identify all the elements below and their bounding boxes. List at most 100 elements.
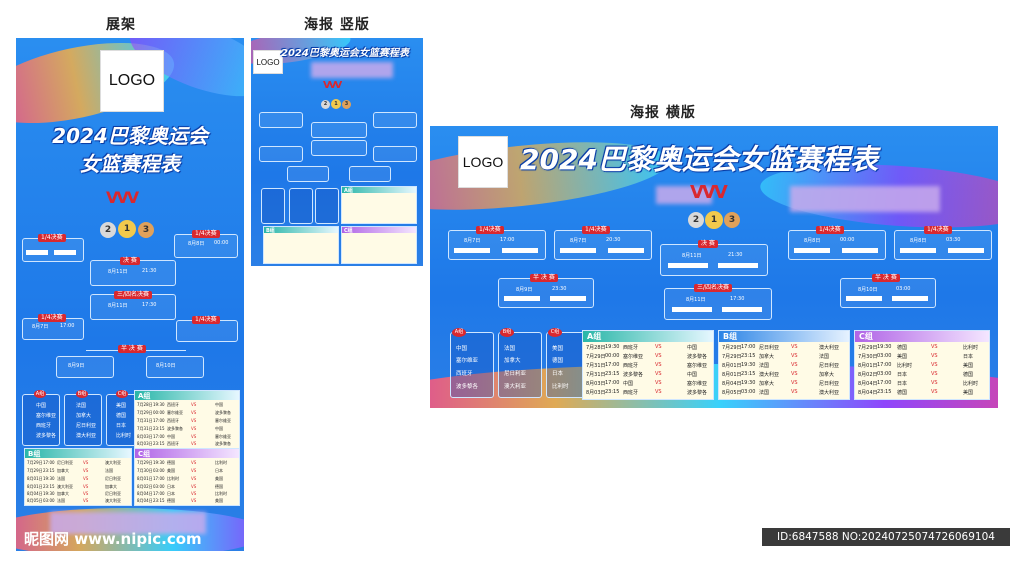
team-name: 法国 [76,403,87,409]
team-name: 日本 [116,423,127,429]
logo-placeholder: LOGO [253,50,283,74]
gold-medal: 1 [705,211,723,229]
team-slot [672,307,712,312]
team-name: 澳大利亚 [76,433,97,439]
team-slot [26,250,48,255]
silver-medal: 2 [321,100,330,109]
poster-title: 2024巴黎奥运会女篮赛程表 [281,48,409,59]
match-date: 8月8日 [910,238,927,244]
schedule-table-c: C组 [341,226,417,264]
stand-panel: LOGO 2024巴黎奥运会 女篮赛程表 VVV 2 1 3 1/4决赛 1/4… [16,38,244,551]
team-slot [794,248,830,253]
team-name: 中国 [456,346,468,352]
schedule-table-b: B组 [263,226,339,264]
round-tag: 半 决 赛 [118,345,146,353]
gold-medal: 1 [331,99,341,109]
group-badge: A组 [34,390,46,398]
team-slot [454,248,490,253]
round-tag: 半 决 赛 [872,274,900,282]
semi-box [498,278,594,308]
group-badge: C组 [116,390,128,398]
medal-ribbon: VVV [323,80,342,91]
match-time: 00:00 [840,237,855,243]
table-header: C组 [342,227,416,234]
blurred-area [50,512,206,534]
group-badge: B组 [76,390,88,398]
image-id-bar: ID:6847588 NO:20240725074726069104 [762,528,1010,546]
semi-box [349,166,391,182]
qf-box [894,230,992,260]
match-date: 8月9日 [68,363,85,369]
round-tag: 决 赛 [120,257,140,265]
bronze-medal: 3 [138,222,154,238]
semi-box [146,356,204,378]
medal-ribbon: VVV [106,188,139,207]
group-a-box [261,188,285,224]
match-time: 20:30 [606,237,621,243]
table-header: B组 [719,331,849,342]
logo-placeholder: LOGO [100,50,164,112]
caption-stand: 展架 [106,17,136,33]
table-header: A组 [583,331,713,342]
qf-box [788,230,886,260]
semi-box [287,166,329,182]
title-line2: 女篮赛程表 [80,152,180,176]
team-name: 比利时 [552,384,569,390]
third-box [311,140,367,156]
match-time: 17:30 [730,296,745,302]
round-tag: 1/4决赛 [924,226,952,234]
team-name: 比利时 [116,433,132,439]
caption-poster-horizontal: 海报 横版 [630,105,696,121]
qf-box [259,146,303,162]
match-time: 21:30 [728,252,743,258]
qf-box [373,146,417,162]
team-name: 美国 [116,403,127,409]
match-date: 8月7日 [570,238,587,244]
third-box [664,288,772,320]
match-date: 8月10日 [156,363,176,369]
team-slot [54,250,76,255]
bronze-medal: 3 [724,212,740,228]
bronze-medal: 3 [342,100,351,109]
match-time: 17:30 [142,302,157,308]
team-name: 德国 [116,413,127,419]
table-header: C组 [855,331,989,342]
blurred-area [790,186,940,212]
match-date: 8月7日 [32,324,49,330]
table-header: C组 [135,449,239,458]
round-tag: 1/4决赛 [38,234,66,242]
team-name: 加拿大 [504,358,521,364]
semi-box [840,278,936,308]
team-name: 西班牙 [456,371,473,377]
final-box [311,122,367,138]
round-tag: 决 赛 [698,240,718,248]
round-tag: 三/四名决赛 [694,284,733,292]
match-date: 8月7日 [464,238,481,244]
team-name: 西班牙 [36,423,52,429]
qf-box [259,112,303,128]
gold-medal: 1 [118,220,136,238]
team-slot [846,296,882,301]
team-name: 日本 [552,371,564,377]
table-header: A组 [135,391,239,400]
group-a-box [22,394,60,446]
poster-title: 2024巴黎奥运会女篮赛程表 [520,143,878,176]
